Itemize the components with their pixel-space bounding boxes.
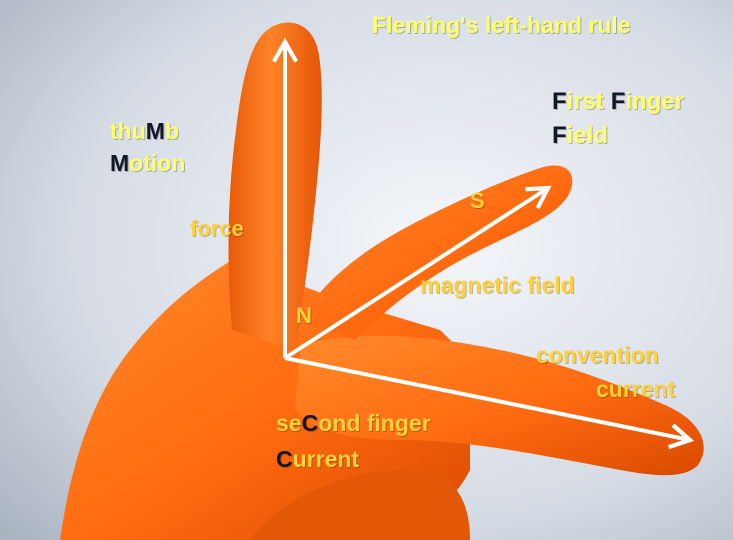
second-finger-letter-c: C bbox=[302, 410, 319, 436]
second-finger-label: seCond finger bbox=[276, 412, 431, 435]
motion-text: otion bbox=[129, 150, 185, 176]
thumb-text-1: thu bbox=[110, 118, 146, 144]
motion-letter-m: M bbox=[110, 150, 129, 176]
field-label: Field bbox=[552, 124, 608, 148]
magnetic-field-label: magnetic field bbox=[420, 274, 575, 297]
diagram-title: Fleming's left-hand rule bbox=[372, 14, 631, 37]
second-finger-text-2: ond finger bbox=[318, 410, 430, 436]
north-pole-label: N bbox=[296, 305, 312, 327]
first-finger-letter-f1: F bbox=[552, 88, 567, 115]
thumb-text-2: b bbox=[165, 118, 179, 144]
motion-label: Motion bbox=[110, 152, 185, 175]
current-label-right: current bbox=[596, 378, 675, 401]
first-finger-text-2: inger bbox=[625, 88, 684, 115]
first-finger-letter-f2: F bbox=[611, 88, 626, 115]
first-finger-label: First Finger bbox=[552, 90, 684, 114]
thumb-letter-m: M bbox=[146, 118, 165, 144]
convention-label: convention bbox=[536, 344, 659, 367]
current-text: urrent bbox=[293, 446, 359, 472]
south-pole-label: S bbox=[470, 190, 485, 212]
second-finger-text-1: se bbox=[276, 410, 302, 436]
first-finger-text-1: irst bbox=[567, 88, 611, 115]
thumb-label: thuMb bbox=[110, 120, 179, 143]
field-text: ield bbox=[567, 122, 608, 149]
current-letter-c: C bbox=[276, 446, 293, 472]
field-letter-f: F bbox=[552, 122, 567, 149]
current-label-bottom: Current bbox=[276, 448, 359, 471]
force-label: force bbox=[190, 218, 244, 240]
